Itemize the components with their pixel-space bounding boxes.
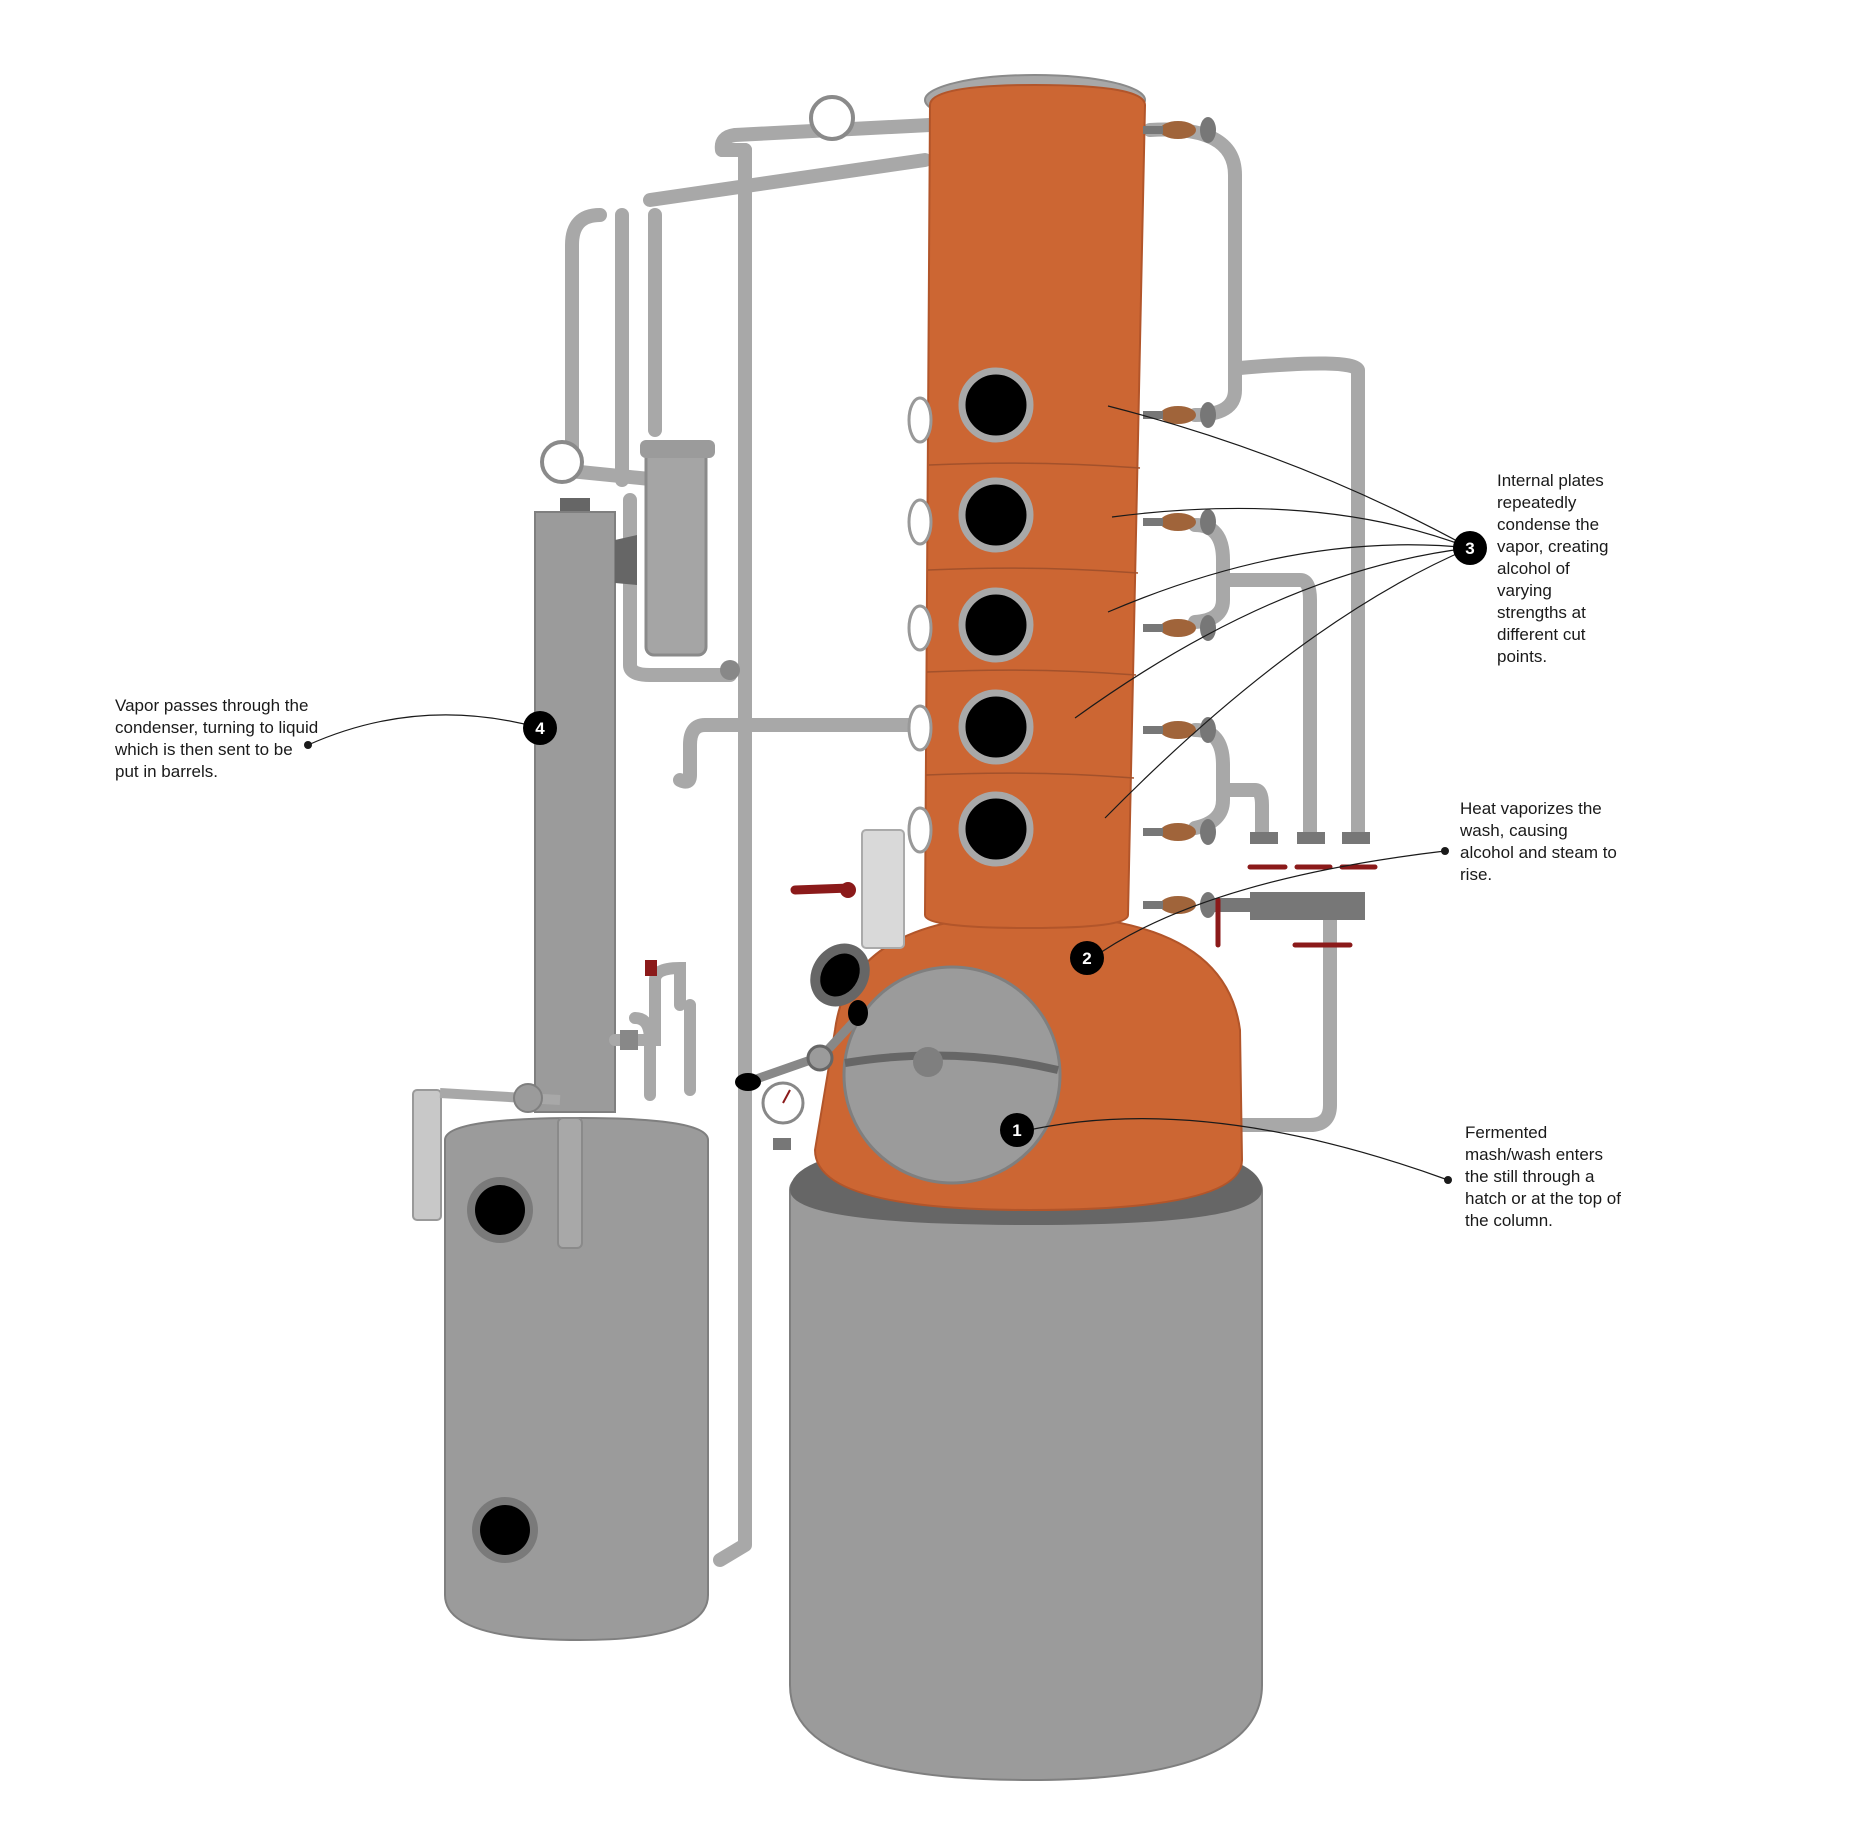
right-loop-low-2 [1218, 783, 1269, 839]
leader-3d [1074, 547, 1471, 719]
lever-knob-top [848, 1000, 868, 1026]
hatch-hub [913, 1047, 943, 1077]
leader-3a [1107, 405, 1471, 549]
plate-seam-1 [928, 462, 1141, 469]
sight-glass-header [809, 95, 855, 141]
hatch-clamp-band [844, 1051, 1059, 1074]
steel-jacket [789, 1148, 1263, 1782]
right-loop-bottom [1233, 356, 1365, 839]
lever-knob-left [735, 1073, 761, 1091]
condenser-flag [615, 535, 637, 585]
charging-port-inner [820, 953, 860, 997]
callout-marker-4: 4 [523, 711, 557, 745]
lever-pivot [806, 1044, 834, 1072]
plate-port-4 [958, 689, 1034, 765]
plate-seam-3 [926, 669, 1137, 676]
header-pipe [643, 153, 932, 207]
leader-3e [1104, 547, 1471, 819]
boiler-base [789, 1140, 1263, 1782]
valve-flanges [1200, 117, 1216, 918]
callout-marker-circle [523, 711, 557, 745]
manway-hatch [842, 965, 1062, 1185]
callout-3-text: Internal plates repeatedly condense the … [1497, 471, 1609, 666]
leader-lines [307, 405, 1471, 1181]
callout-marker-number: 2 [1082, 949, 1091, 968]
plate-port-5 [958, 791, 1034, 867]
copper-column [809, 74, 1147, 930]
leader-3b [1111, 507, 1471, 549]
leader-endpoints [304, 741, 1452, 1184]
right-loop-low [1188, 723, 1230, 835]
callout-marker-number: 3 [1465, 539, 1474, 558]
side-sight-glasses [907, 396, 933, 854]
callout-1-text: Fermented mash/wash enters the still thr… [1465, 1123, 1621, 1230]
condenser-assembly [412, 440, 740, 1642]
parrot-valve [513, 1083, 543, 1113]
valve-row [1160, 121, 1196, 914]
callout-marker-circle [1000, 1113, 1034, 1147]
side-loop-pipe [623, 493, 737, 682]
callout-marker-3: 3 [1453, 531, 1487, 565]
spirit-safe-tube [557, 1117, 583, 1249]
gauge-needle [782, 1089, 791, 1104]
condenser-outlet-pipes [609, 961, 696, 1101]
column-body [923, 83, 1147, 930]
wash-return-pipe [1233, 913, 1337, 1132]
manifold-red-valves [1215, 864, 1378, 948]
callout-4-text: Vapor passes through the condenser, turn… [115, 696, 319, 781]
leader-1 [1019, 1118, 1449, 1181]
plate-seam-2 [927, 567, 1139, 574]
top-vapor-pipe [714, 118, 937, 157]
spirit-manifold [1250, 892, 1365, 920]
callout-marker-circle [1453, 531, 1487, 565]
sight-glass-top [540, 440, 584, 484]
callout-marker-2: 2 [1070, 941, 1104, 975]
dephlegmator-valve [720, 660, 740, 680]
valve-stubs [1143, 126, 1163, 909]
mid-pipe [673, 718, 917, 789]
right-loop-mid-2 [1218, 573, 1317, 839]
callout-marker-1: 1 [1000, 1113, 1034, 1147]
condenser-drop-pipe [565, 208, 607, 477]
column-ports [958, 367, 1034, 867]
dephlegmator-cap [640, 440, 715, 458]
receiver-port-bottom-inner [480, 1505, 530, 1555]
leader-3c [1107, 544, 1471, 613]
condenser-cap [560, 498, 590, 514]
right-loop-top [1143, 122, 1242, 422]
gauge-stem [773, 1138, 791, 1150]
dephlegmator-tube [644, 443, 708, 657]
long-return-pipe [713, 143, 752, 1567]
leader-4 [307, 714, 541, 746]
right-valves [1143, 117, 1378, 948]
plate-port-3 [958, 587, 1034, 663]
red-valve-condenser [645, 960, 657, 976]
leader-2 [1089, 850, 1446, 961]
callout-marker-number: 1 [1012, 1121, 1021, 1140]
plate-seam-4 [925, 772, 1135, 779]
manifold-feed [1210, 898, 1255, 912]
parrot-tube [412, 1089, 442, 1221]
plate-port-2 [958, 477, 1034, 553]
safety-valve-red-dot [840, 882, 856, 898]
right-loop-mid [1188, 518, 1230, 629]
callout-marker-number: 4 [535, 719, 545, 738]
manifold-caps [1250, 832, 1370, 844]
plate-port-1 [958, 367, 1034, 443]
outlet-fitting [620, 1030, 638, 1050]
callout-markers: 1 2 3 4 [523, 531, 1487, 1147]
receiver-port-top-inner [475, 1185, 525, 1235]
safety-valve [861, 829, 905, 949]
condenser-column [534, 511, 616, 1113]
callout-2-text: Heat vaporizes the wash, causing alcohol… [1460, 799, 1617, 884]
callout-marker-circle [1070, 941, 1104, 975]
